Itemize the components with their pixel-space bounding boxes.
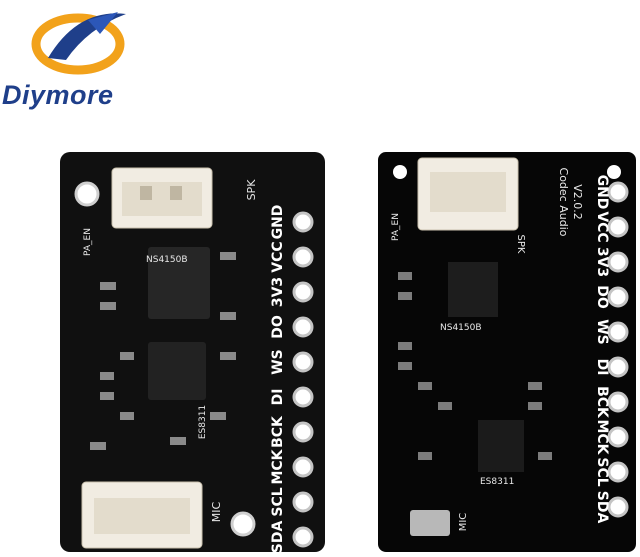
left-pin-1: VCC xyxy=(270,241,286,272)
right-codec-label: ES8311 xyxy=(480,477,514,487)
right-mic-element xyxy=(410,510,450,536)
right-amp-chip xyxy=(448,262,498,317)
left-pa-en-label: PA_EN xyxy=(83,228,93,256)
right-pin-5: DI xyxy=(594,359,610,376)
right-title: Codec Audio xyxy=(557,168,570,237)
codec-chip xyxy=(148,342,206,400)
right-pin-0: GND xyxy=(594,175,610,210)
right-board: GND VCC 3V3 DO WS DI BCK MCK SCL SDA Cod… xyxy=(378,152,636,552)
right-pin-7: MCK xyxy=(594,419,610,455)
right-pin-holes xyxy=(607,181,629,518)
right-speaker-connector xyxy=(417,157,519,231)
left-pin-2: 3V3 xyxy=(270,277,286,307)
left-mic-label: MIC xyxy=(210,501,223,522)
left-pin-8: SCL xyxy=(270,487,286,516)
mic-connector xyxy=(81,481,203,549)
left-spk-label: SPK xyxy=(245,179,258,201)
right-pin-9: SDA xyxy=(594,491,610,524)
left-pin-9: SDA xyxy=(270,521,286,552)
right-spk-label: SPK xyxy=(515,235,526,254)
speaker-connector xyxy=(111,167,213,229)
left-pin-5: DI xyxy=(270,389,286,406)
diymore-logo-icon xyxy=(31,12,126,75)
right-pin-6: BCK xyxy=(594,386,610,419)
right-pin-2: 3V3 xyxy=(594,247,610,277)
right-pin-4: WS xyxy=(594,319,610,345)
left-codec-label: ES8311 xyxy=(198,405,208,439)
amp-chip xyxy=(148,247,210,319)
left-pin-6: BCK xyxy=(270,415,286,448)
left-pin-3: DO xyxy=(270,315,286,339)
left-pin-holes xyxy=(292,211,314,548)
left-amp-label: NS4150B xyxy=(146,255,188,265)
right-pin-1: VCC xyxy=(594,211,610,242)
right-codec-chip xyxy=(478,420,524,472)
left-pin-0: GND xyxy=(270,205,286,240)
right-pin-3: DO xyxy=(594,285,610,309)
right-version: V2.0.2 xyxy=(571,184,584,220)
left-pin-7: MCK xyxy=(270,448,286,484)
right-pin-8: SCL xyxy=(594,457,610,486)
left-board: GND VCC 3V3 DO WS DI BCK MCK SCL SDA SPK… xyxy=(60,152,325,552)
right-amp-label: NS4150B xyxy=(440,323,482,333)
left-pin-4: WS xyxy=(270,349,286,375)
right-mic-label: MIC xyxy=(458,513,469,532)
right-pa-en-label: PA_EN xyxy=(391,213,401,241)
brand-name: Diymore xyxy=(2,80,114,110)
